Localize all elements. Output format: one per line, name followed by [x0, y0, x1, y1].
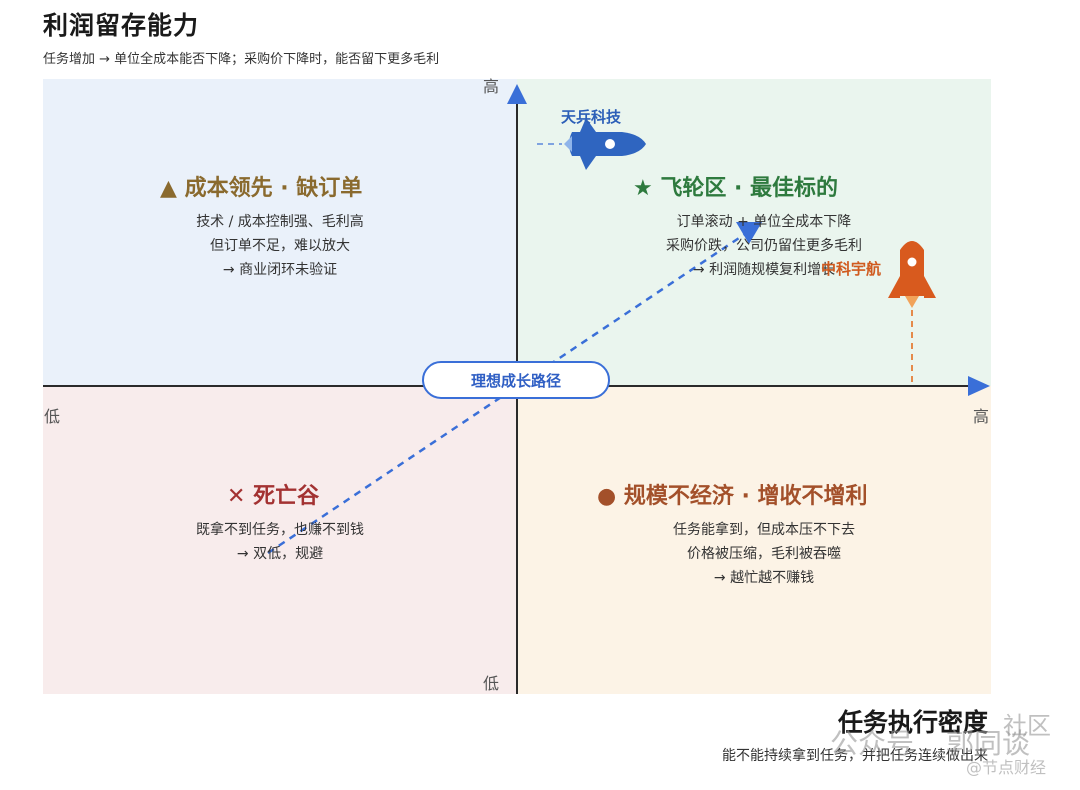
quadrant-desc-line: 价格被压缩，毛利被吞噬	[687, 546, 841, 562]
rocket-icon-zhongke	[888, 241, 936, 384]
company-label-zhongke: 中科宇航	[821, 260, 882, 278]
quadrant-desc-line: → 商业闭环未验证	[222, 262, 338, 278]
quadrant-desc-line: 采购价跌，公司仍留住更多毛利	[666, 238, 862, 254]
quadrant-title-death-valley: ✕ 死亡谷	[227, 484, 320, 509]
rocket-icon-tianbing	[537, 118, 646, 170]
x-axis-title: 任务执行密度	[837, 708, 988, 737]
quadrant-title-diseconomies: ● 规模不经济 · 增收不增利	[597, 484, 868, 509]
page-title: 利润留存能力	[43, 11, 200, 40]
quadrant-desc-line: 技术 / 成本控制强、毛利高	[196, 214, 364, 230]
x-axis-subtitle: 能不能持续拿到任务，并把任务连续做出来	[722, 748, 988, 764]
watermark-text: 郭同谈	[946, 727, 1031, 760]
watermark-text: 社区	[1003, 712, 1051, 740]
x-axis-high-label: 高	[973, 407, 990, 426]
x-axis-low-label: 低	[44, 407, 61, 426]
quadrant-desc-line: 任务能拿到，但成本压不下去	[673, 522, 855, 538]
watermark-text: @节点财经	[966, 758, 1047, 777]
quadrant-bottom-right	[517, 386, 991, 694]
y-axis-high-label: 高	[483, 77, 500, 96]
quadrant-desc-line: → 利润随规模复利增长	[692, 262, 836, 278]
quadrant-desc-line: → 双低，规避	[236, 546, 324, 562]
quadrant-desc-line: → 越忙越不赚钱	[713, 570, 815, 586]
quadrant-title-cost-leader: ▲ 成本领先 · 缺订单	[160, 176, 363, 201]
company-label-tianbing: 天兵科技	[561, 108, 622, 126]
y-axis-low-label: 低	[483, 674, 500, 693]
quadrant-desc-line: 订单滚动 + 单位全成本下降	[676, 214, 852, 230]
y-axis-arrow-icon	[507, 84, 527, 104]
quadrant-title-flywheel: ★ 飞轮区 · 最佳标的	[633, 176, 839, 201]
quadrant-bottom-left	[43, 386, 517, 694]
growth-path-arrow-icon	[736, 222, 762, 244]
quadrant-desc-line: 既拿不到任务，也赚不到钱	[196, 522, 364, 538]
quadrant-desc-line: 但订单不足，难以放大	[210, 238, 350, 254]
x-axis-arrow-icon	[968, 376, 990, 396]
page-subtitle: 任务增加 → 单位全成本能否下降；采购价下降时，能否留下更多毛利	[43, 52, 440, 67]
growth-path-label: 理想成长路径	[422, 361, 610, 399]
watermark-text: 公众号	[830, 727, 915, 760]
quadrant-top-left	[43, 79, 517, 386]
